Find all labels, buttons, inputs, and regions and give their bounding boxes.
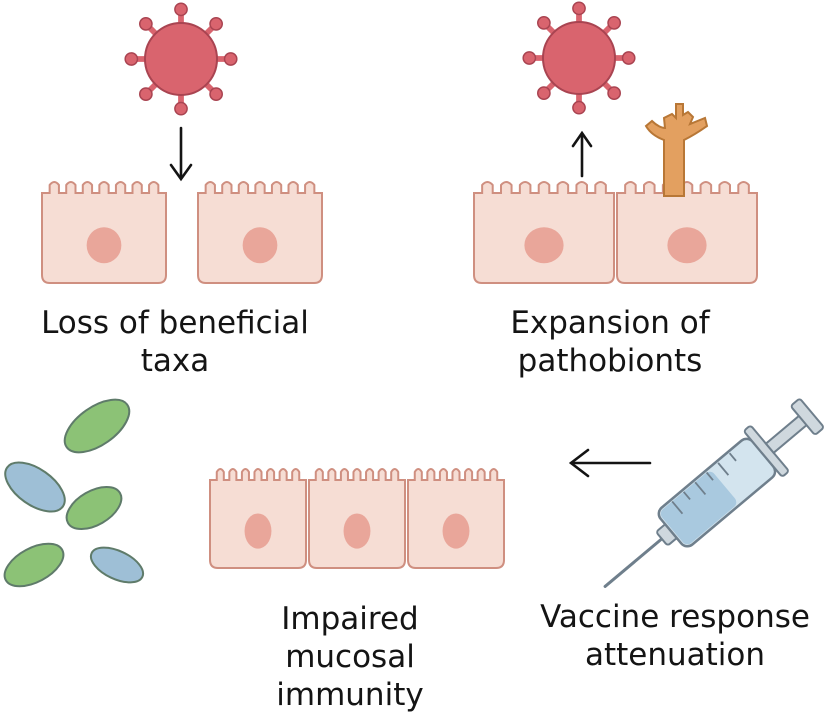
bacterium: [63, 398, 131, 454]
up-arrow-icon: [571, 130, 593, 178]
epithelial-cells-expansion: [473, 181, 758, 284]
epithelial-cell-icon: [407, 468, 505, 569]
label-expansion-of-pathobionts: Expansion of pathobionts: [455, 304, 765, 380]
label-line: immunity: [276, 677, 424, 713]
bacterium: [89, 546, 145, 584]
label-line: Impaired: [281, 601, 419, 637]
bacterium: [3, 542, 65, 588]
epithelial-cell-icon: [209, 468, 307, 569]
label-line: taxa: [140, 343, 210, 379]
label-line: Expansion of: [510, 305, 710, 341]
epithelial-cells-loss: [41, 181, 323, 284]
bacteria-icon: [3, 398, 145, 588]
nucleus: [524, 227, 564, 264]
virus-icon: [124, 2, 238, 116]
left-arrow-icon: [568, 448, 652, 478]
label-line: Vaccine response: [540, 599, 810, 635]
label-loss-of-beneficial-taxa: Loss of beneficial taxa: [20, 304, 330, 380]
label-line: attenuation: [584, 637, 766, 673]
nucleus: [244, 513, 272, 549]
epithelial-cell-icon: [197, 181, 323, 284]
epithelial-cell-icon: [473, 181, 615, 284]
nucleus: [667, 227, 707, 264]
bacterium: [4, 461, 66, 513]
label-line: Loss of beneficial: [41, 305, 309, 341]
nucleus: [343, 513, 371, 549]
nucleus: [242, 227, 278, 264]
epithelial-cell-icon: [308, 468, 406, 569]
nucleus: [86, 227, 122, 264]
bacterium: [65, 485, 123, 531]
epithelial-cell-icon: [616, 181, 758, 284]
nucleus: [442, 513, 470, 549]
virus-icon: [522, 1, 636, 115]
label-line: pathobionts: [517, 343, 703, 379]
pathobiont-icon: [644, 103, 709, 197]
epithelial-cells-impaired: [209, 468, 505, 569]
label-line: mucosal: [285, 639, 415, 675]
label-vaccine-response-attenuation: Vaccine response attenuation: [520, 598, 830, 674]
epithelial-cell-icon: [41, 181, 167, 284]
down-arrow-icon: [169, 126, 193, 182]
label-impaired-mucosal-immunity: Impaired mucosal immunity: [200, 600, 500, 714]
syringe-icon: [603, 398, 824, 588]
